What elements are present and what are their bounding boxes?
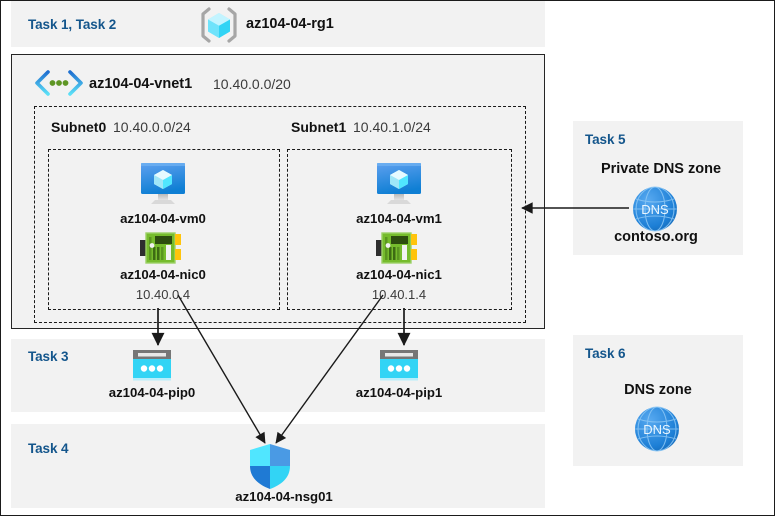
- subnet1-cidr: 10.40.1.0/24: [353, 119, 431, 135]
- task4-label: Task 4: [28, 441, 69, 456]
- nic1-ip: 10.40.1.4: [371, 287, 427, 302]
- vnet-address-space: 10.40.0.0/20: [213, 76, 291, 92]
- task5-zone-name: contoso.org: [614, 229, 698, 245]
- subnet0-cidr: 10.40.0.0/24: [113, 119, 191, 135]
- subnet1-name: Subnet1: [291, 119, 347, 135]
- public-ip-address-icon: [378, 348, 420, 382]
- nsg-name: az104-04-nsg01: [235, 489, 333, 504]
- network-interface-icon: [376, 231, 421, 265]
- task3-label: Task 3: [28, 349, 69, 364]
- vm1-name: az104-04-vm1: [356, 211, 442, 226]
- subnet0-dashed-box: [48, 149, 280, 310]
- task5-heading: Private DNS zone: [600, 161, 722, 177]
- network-security-group-shield-icon: [247, 442, 293, 490]
- vm0-name: az104-04-vm0: [120, 211, 206, 226]
- task5-label: Task 5: [585, 132, 626, 147]
- dns-icon-text: DNS: [643, 422, 671, 437]
- task1-task2-panel: [11, 0, 545, 47]
- nic0-ip: 10.40.0.4: [135, 287, 191, 302]
- pip1-name: az104-04-pip1: [355, 385, 443, 400]
- virtual-network-icon: [34, 69, 84, 97]
- public-ip-address-icon: [131, 348, 173, 382]
- dns-icon-text: DNS: [641, 202, 669, 217]
- task3-panel: [11, 339, 545, 412]
- subnet1-dashed-box: [287, 149, 512, 310]
- subnet0-name: Subnet0: [51, 119, 107, 135]
- dns-globe-icon: DNS: [633, 405, 681, 453]
- task6-label: Task 6: [585, 346, 626, 361]
- virtual-machine-icon: [134, 159, 192, 209]
- resource-group-cube-icon: [198, 6, 240, 44]
- vnet-panel: [11, 54, 545, 329]
- task1-task2-label: Task 1, Task 2: [28, 17, 117, 32]
- task6-heading: DNS zone: [624, 382, 692, 398]
- dns-globe-icon: DNS: [631, 185, 679, 233]
- resource-group-name: az104-04-rg1: [246, 16, 334, 32]
- vnet-name: az104-04-vnet1: [89, 76, 193, 92]
- pip0-name: az104-04-pip0: [108, 385, 196, 400]
- nic0-name: az104-04-nic0: [120, 267, 206, 282]
- network-interface-icon: [140, 231, 185, 265]
- nic1-name: az104-04-nic1: [356, 267, 442, 282]
- virtual-machine-icon: [370, 159, 428, 209]
